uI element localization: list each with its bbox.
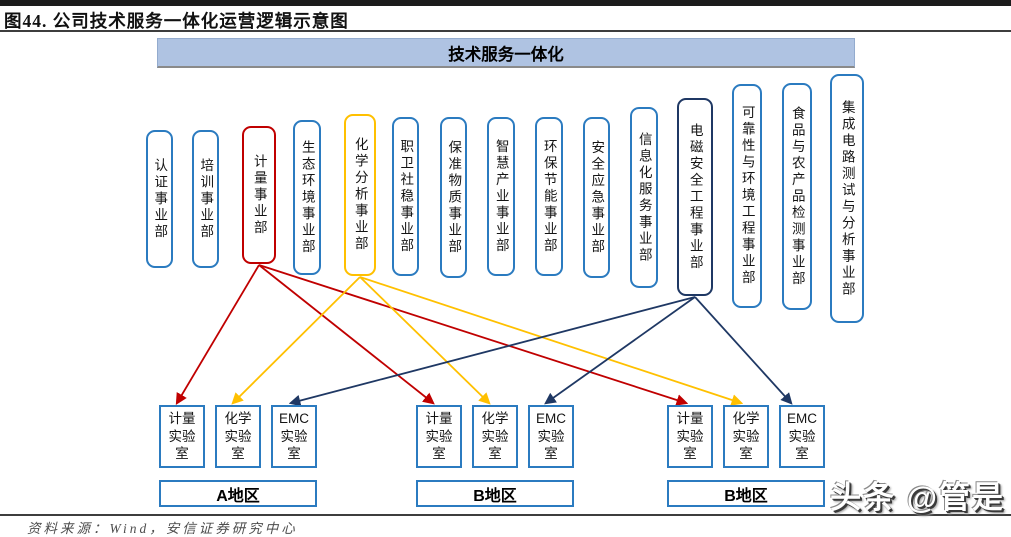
region-label-b2: B地区 — [667, 480, 825, 507]
department-box-certification: 认证事业部 — [146, 130, 173, 268]
arrow-metrology-to-regionB1 — [258, 264, 435, 405]
arrow-metrology-to-regionB2 — [258, 264, 689, 406]
region-group-a: 计量实验室 化学实验室 EMC实验室 A地区 — [159, 405, 317, 507]
lab-box-chemical: 化学实验室 — [215, 405, 261, 468]
region-group-b2: 计量实验室 化学实验室 EMC实验室 B地区 — [667, 405, 825, 507]
department-box-occupational-health: 职卫社稳事业部 — [392, 117, 419, 276]
lab-row: 计量实验室 化学实验室 EMC实验室 — [159, 405, 317, 468]
toutiao-watermark: 头条 @管是 — [830, 480, 1005, 515]
arrow-chemical-to-regionA — [231, 276, 361, 405]
department-box-safety-emergency: 安全应急事业部 — [583, 117, 610, 278]
source-note: 资料来源：Wind，安信证券研究中心 — [27, 521, 298, 536]
lab-box-chemical: 化学实验室 — [723, 405, 769, 468]
title-underline — [0, 30, 1011, 32]
lab-box-emc: EMC实验室 — [528, 405, 574, 468]
department-box-smart-industry: 智慧产业事业部 — [487, 117, 515, 276]
department-box-reference-materials: 保准物质事业部 — [440, 117, 467, 278]
arrow-chemical-to-regionB1 — [359, 276, 491, 405]
department-box-metrology: 计量事业部 — [242, 126, 276, 264]
arrow-emc-to-regionB2 — [694, 296, 793, 405]
department-box-emc-engineering: 电磁安全工程事业部 — [677, 98, 713, 296]
department-box-food-agriculture: 食品与农产品检测事业部 — [782, 83, 812, 310]
figure-title: 图44. 公司技术服务一体化运营逻辑示意图 — [4, 11, 349, 31]
department-box-training: 培训事业部 — [192, 130, 219, 268]
arrow-metrology-to-regionA — [175, 264, 260, 406]
arrow-emc-to-regionA — [288, 296, 696, 407]
department-box-reliability-environment: 可靠性与环境工程事业部 — [732, 84, 762, 308]
integration-banner: 技术服务一体化 — [157, 38, 855, 68]
department-box-information-services: 信息化服务事业部 — [630, 107, 658, 288]
arrow-emc-to-regionB1 — [544, 296, 696, 405]
lab-box-chemical: 化学实验室 — [472, 405, 518, 468]
page-top-bar — [0, 0, 1011, 6]
lab-row: 计量实验室 化学实验室 EMC实验室 — [667, 405, 825, 468]
region-label-b1: B地区 — [416, 480, 574, 507]
department-box-env-energy-saving: 环保节能事业部 — [535, 117, 563, 276]
footer-rule — [0, 514, 1011, 516]
lab-box-emc: EMC实验室 — [271, 405, 317, 468]
lab-box-metrology: 计量实验室 — [159, 405, 205, 468]
lab-box-metrology: 计量实验室 — [416, 405, 462, 468]
department-box-ic-testing: 集成电路测试与分析事业部 — [830, 74, 864, 323]
lab-box-metrology: 计量实验室 — [667, 405, 713, 468]
region-group-b1: 计量实验室 化学实验室 EMC实验室 B地区 — [416, 405, 574, 507]
lab-box-emc: EMC实验室 — [779, 405, 825, 468]
department-box-chemical-analysis: 化学分析事业部 — [344, 114, 376, 276]
lab-row: 计量实验室 化学实验室 EMC实验室 — [416, 405, 574, 468]
department-box-eco-environment: 生态环境事业部 — [293, 120, 321, 275]
region-label-a: A地区 — [159, 480, 317, 507]
